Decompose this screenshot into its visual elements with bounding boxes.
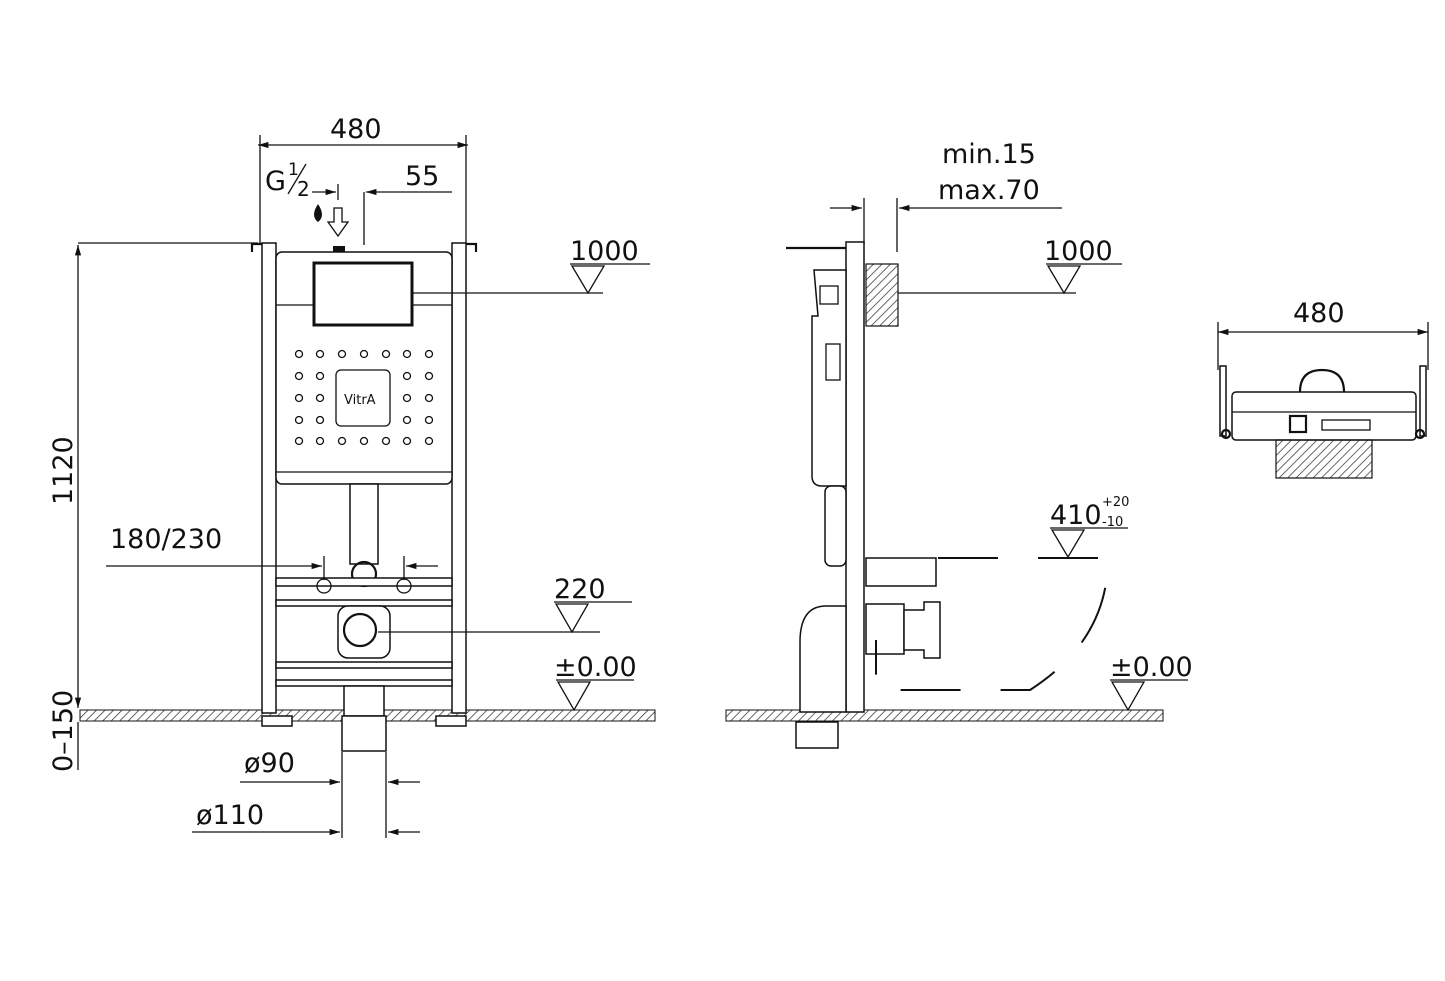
foot-adjust-label: 0–150 xyxy=(48,690,79,772)
top-width-label: 480 xyxy=(1293,298,1345,329)
wall-max-label: max.70 xyxy=(938,175,1040,206)
inlet-label-main: G xyxy=(265,166,286,197)
side-floor-label: ±0.00 xyxy=(1110,652,1193,683)
wc-bowl-outline xyxy=(875,557,1110,691)
inlet-arrow-icon xyxy=(326,207,350,238)
inlet-offset-label: 55 xyxy=(405,161,439,192)
side-floor-hatch xyxy=(725,709,1164,722)
front-flush-height-label: 1000 xyxy=(570,236,639,267)
water-drop-icon xyxy=(314,204,322,222)
seat-tol-plus: +20 xyxy=(1102,495,1129,510)
side-flush-height-label: 1000 xyxy=(1044,236,1113,267)
flush-plate-opening xyxy=(312,261,414,327)
pipe-d110-label: ø110 xyxy=(196,800,264,831)
flush-button-ribs xyxy=(865,263,899,327)
bracket-spacing-label: 180/230 xyxy=(110,524,222,555)
top-view: 480 xyxy=(1217,298,1429,479)
outlet-height-label: 220 xyxy=(554,574,606,605)
cistern-vent-holes xyxy=(294,349,434,446)
pipe-d90-label: ø90 xyxy=(244,748,295,779)
top-flush-ribs xyxy=(1275,439,1373,479)
seat-height-value: 410 xyxy=(1050,500,1102,531)
inlet-frac-num: 1 xyxy=(288,160,299,180)
front-height-label: 1120 xyxy=(48,436,79,505)
seat-height-label: 410 +20 -10 xyxy=(1050,495,1129,531)
wall-min-label: min.15 xyxy=(942,139,1036,170)
front-width-label: 480 xyxy=(330,114,382,145)
front-view: 480 G 1 2 55 xyxy=(48,114,656,838)
inlet-frac-den: 2 xyxy=(297,177,310,201)
front-floor-label: ±0.00 xyxy=(554,652,637,683)
side-view: min.15 max.70 1000 410 +20 -1 xyxy=(725,139,1193,749)
brand-logo: VitrA xyxy=(344,393,376,408)
seat-tol-minus: -10 xyxy=(1102,515,1123,530)
inlet-label: G 1 2 xyxy=(265,160,310,201)
